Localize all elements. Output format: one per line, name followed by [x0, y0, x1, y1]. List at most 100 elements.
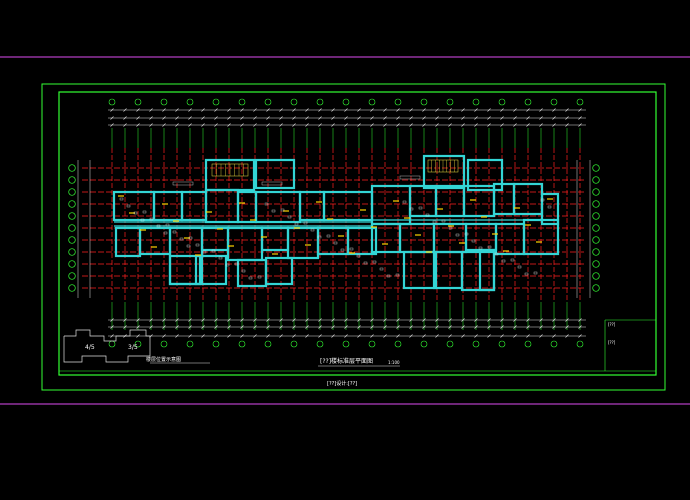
room-wall	[492, 182, 516, 216]
fixture-mark	[264, 202, 269, 206]
dimension-tick	[539, 116, 543, 120]
dimension-tick	[565, 325, 569, 329]
axis-bubble-left	[68, 224, 76, 232]
dimension-tick	[305, 318, 309, 322]
dimension-tick	[461, 123, 465, 127]
fixture-mark	[280, 208, 285, 212]
fixture-mark	[547, 205, 552, 209]
dimension-tick	[565, 123, 569, 127]
fixture-mark	[340, 248, 345, 252]
axis-bubble-bottom	[394, 340, 402, 348]
dimension-tick	[123, 123, 127, 127]
fixture-mark	[487, 245, 492, 249]
fixture-mark	[133, 211, 138, 215]
room-wall	[346, 226, 378, 256]
fixture-mark	[432, 220, 437, 224]
dimension-lines	[77, 108, 591, 338]
dimension-tick	[552, 123, 556, 127]
dimension-tick	[435, 116, 439, 120]
dimension-tick	[266, 318, 270, 322]
dimension-tick	[474, 116, 478, 120]
fixture-mark	[363, 261, 368, 265]
dimension-tick	[422, 108, 426, 112]
dimension-tick	[136, 318, 140, 322]
dimension-tick	[123, 108, 127, 112]
dimension-tick	[305, 325, 309, 329]
axis-bubble-left	[68, 272, 76, 280]
room-wall	[254, 158, 296, 190]
axis-bubble-bottom	[108, 340, 116, 348]
dimension-tick	[162, 325, 166, 329]
fixture-mark	[172, 230, 177, 234]
dimension-tick	[214, 334, 218, 338]
dimension-tick	[123, 116, 127, 120]
interior-details	[118, 159, 553, 280]
dimension-tick	[448, 334, 452, 338]
dimension-tick	[435, 334, 439, 338]
dimension-tick	[136, 334, 140, 338]
axis-bubble-top	[238, 98, 246, 106]
fixture-mark	[317, 235, 322, 239]
dimension-tick	[500, 123, 504, 127]
dimension-tick	[448, 318, 452, 322]
dimension-tick	[344, 334, 348, 338]
dimension-tick	[214, 325, 218, 329]
dimension-tick	[357, 318, 361, 322]
room-wall	[194, 254, 228, 286]
dimension-tick	[175, 116, 179, 120]
fixture-mark	[418, 206, 423, 210]
dimension-tick	[175, 334, 179, 338]
axis-bubble-bottom	[524, 340, 532, 348]
dimension-tick	[539, 108, 543, 112]
axis-bubble-top	[160, 98, 168, 106]
axis-bubble-right	[592, 284, 600, 292]
fixture-mark	[326, 234, 331, 238]
dimension-tick	[500, 108, 504, 112]
room-wall	[422, 154, 466, 190]
axis-bubble-left	[68, 284, 76, 292]
dimension-tick	[487, 334, 491, 338]
dimension-tick	[409, 325, 413, 329]
dimension-tick	[266, 325, 270, 329]
dimension-tick	[292, 318, 296, 322]
fixture-mark	[501, 259, 506, 263]
dimension-tick	[175, 108, 179, 112]
axis-bubble-top	[342, 98, 350, 106]
fixture-mark	[119, 197, 124, 201]
dimension-tick	[214, 108, 218, 112]
dimension-tick	[578, 108, 582, 112]
axis-bubble-left	[68, 188, 76, 196]
room-wall	[236, 190, 258, 224]
key-plan-title: 楼层位置示意图	[146, 357, 182, 363]
dimension-tick	[448, 325, 452, 329]
dimension-tick	[214, 116, 218, 120]
dimension-tick	[305, 334, 309, 338]
dimension-tick	[539, 318, 543, 322]
axis-bubble-top	[420, 98, 428, 106]
axis-bubble-bottom	[420, 340, 428, 348]
dimension-tick	[188, 123, 192, 127]
dimension-tick	[240, 108, 244, 112]
dimension-tick	[253, 318, 257, 322]
fixture-mark	[195, 243, 200, 247]
dimension-tick	[409, 334, 413, 338]
dimension-tick	[201, 108, 205, 112]
dimension-tick	[162, 108, 166, 112]
dimension-tick	[292, 116, 296, 120]
dimension-tick	[383, 318, 387, 322]
dimension-tick	[539, 334, 543, 338]
dimension-tick	[552, 325, 556, 329]
dimension-tick	[188, 116, 192, 120]
axis-bubble-top	[368, 98, 376, 106]
dimension-tick	[279, 325, 283, 329]
axis-bubble-top	[576, 98, 584, 106]
dimension-tick	[331, 108, 335, 112]
room-wall	[286, 226, 320, 260]
dimension-tick	[266, 116, 270, 120]
dimension-tick	[149, 116, 153, 120]
dimension-tick	[526, 123, 530, 127]
axis-bubbles	[68, 98, 600, 348]
dimension-tick	[344, 108, 348, 112]
axis-bubble-bottom	[316, 340, 324, 348]
